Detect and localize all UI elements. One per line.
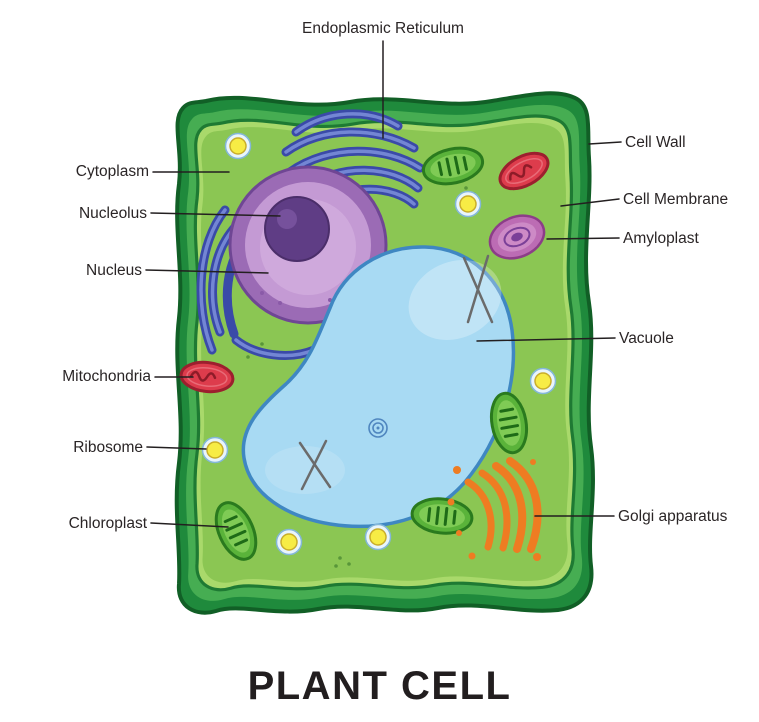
label-endoplasmic-reticulum: Endoplasmic Reticulum [302,20,464,37]
ribosome [201,436,229,464]
label-nucleus: Nucleus [86,262,142,279]
label-mitochondria: Mitochondria [62,368,151,385]
label-cell-wall: Cell Wall [625,134,686,151]
raphide-crystals [298,254,494,491]
leader-lines [145,40,622,528]
golgi-apparatus [447,457,542,561]
ribosome [454,190,482,218]
ribosome [529,367,557,395]
label-nucleolus: Nucleolus [78,205,147,222]
label-cell-membrane: Cell Membrane [623,191,729,208]
vacuole-spiral [368,418,388,438]
amyloplast-organelle [488,214,546,260]
label-amyloplast: Amyloplast [623,230,699,247]
ribosome [224,132,252,160]
nucleus [228,165,388,325]
ribosome [364,523,392,551]
ribosome [275,528,303,556]
label-golgi-apparatus: Golgi apparatus [618,508,728,525]
label-vacuole: Vacuole [619,330,674,347]
nucleolus [264,196,330,262]
label-chloroplast: Chloroplast [68,515,147,532]
diagram-title: PLANT CELL [247,664,512,708]
label-ribosome: Ribosome [73,439,143,456]
vacuole [241,245,516,529]
label-cytoplasm: Cytoplasm [75,163,149,180]
